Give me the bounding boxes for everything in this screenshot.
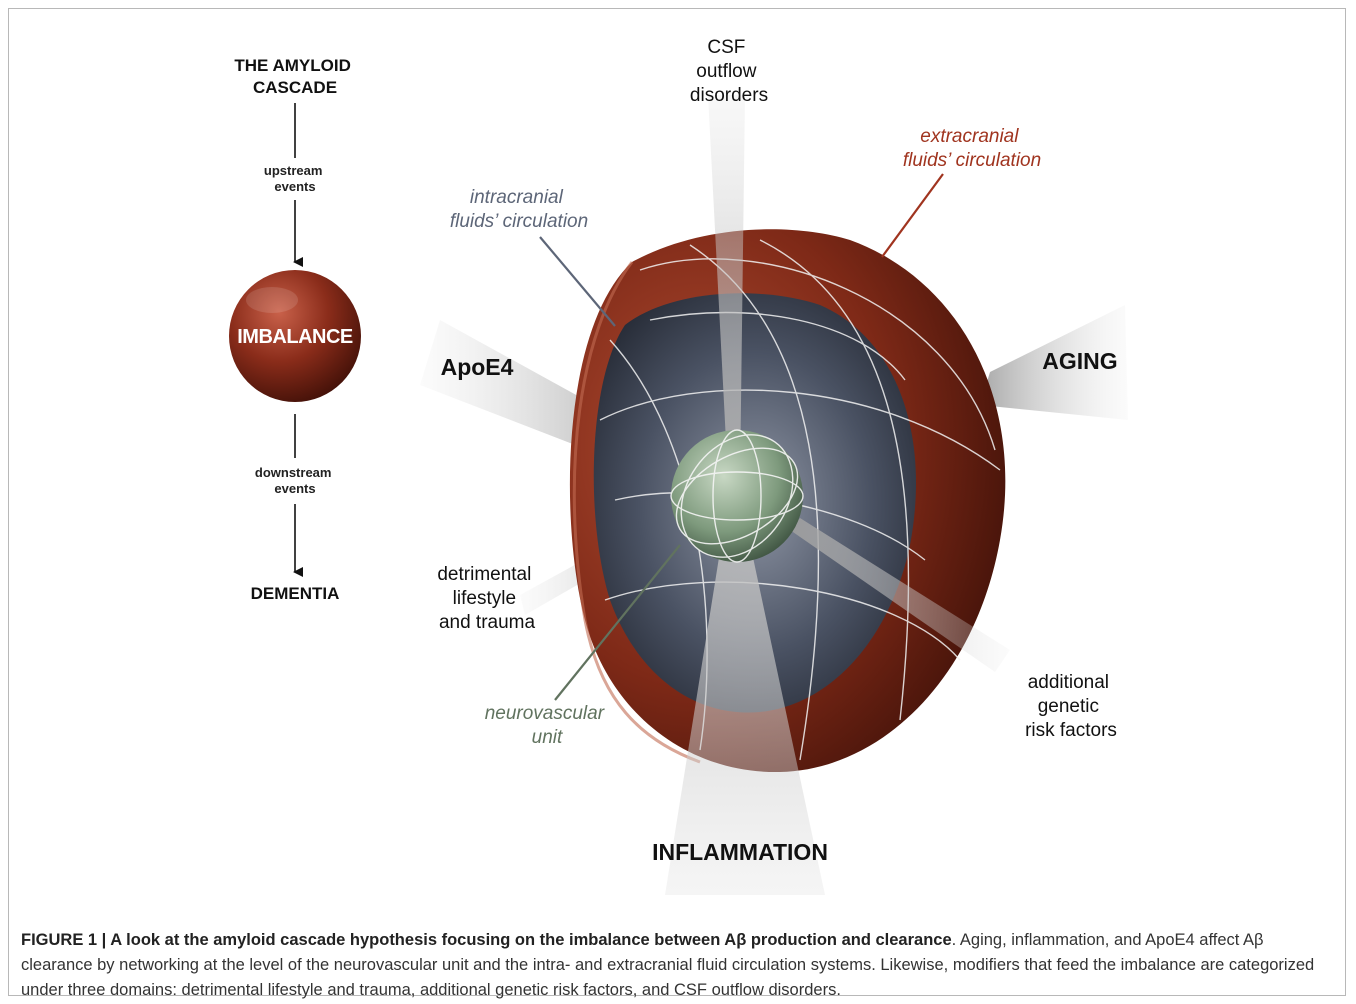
apoe4-label: ApoE4 bbox=[441, 354, 514, 380]
dementia-label: DEMENTIA bbox=[251, 584, 340, 603]
extracranial-label: extracranial fluids’ circulation bbox=[903, 126, 1041, 171]
caption-title: FIGURE 1 | A look at the amyloid cascade… bbox=[21, 931, 952, 949]
csf-label: CSF outflow disorders bbox=[690, 37, 768, 106]
amyloid-cascade-diagram: THE AMYLOID CASCADE upstream events IMBA… bbox=[0, 0, 1356, 920]
extracranial-leader bbox=[882, 174, 943, 257]
imbalance-label: IMBALANCE bbox=[237, 326, 353, 348]
cascade-title: THE AMYLOID CASCADE bbox=[234, 56, 355, 97]
genetic-label: additional genetic risk factors bbox=[1025, 672, 1117, 741]
cascade-column: THE AMYLOID CASCADE upstream events IMBA… bbox=[229, 56, 361, 603]
figure-caption: FIGURE 1 | A look at the amyloid cascade… bbox=[21, 928, 1331, 1003]
intracranial-label: intracranial fluids’ circulation bbox=[450, 187, 588, 232]
intracranial-leader bbox=[540, 237, 615, 326]
inflammation-label: INFLAMMATION bbox=[652, 839, 828, 865]
upstream-label: upstream events bbox=[264, 163, 326, 194]
neurovascular-label: neurovascular unit bbox=[485, 703, 610, 748]
imbalance-highlight bbox=[246, 287, 298, 313]
downstream-label: downstream events bbox=[255, 465, 335, 496]
aging-label: AGING bbox=[1042, 348, 1117, 374]
